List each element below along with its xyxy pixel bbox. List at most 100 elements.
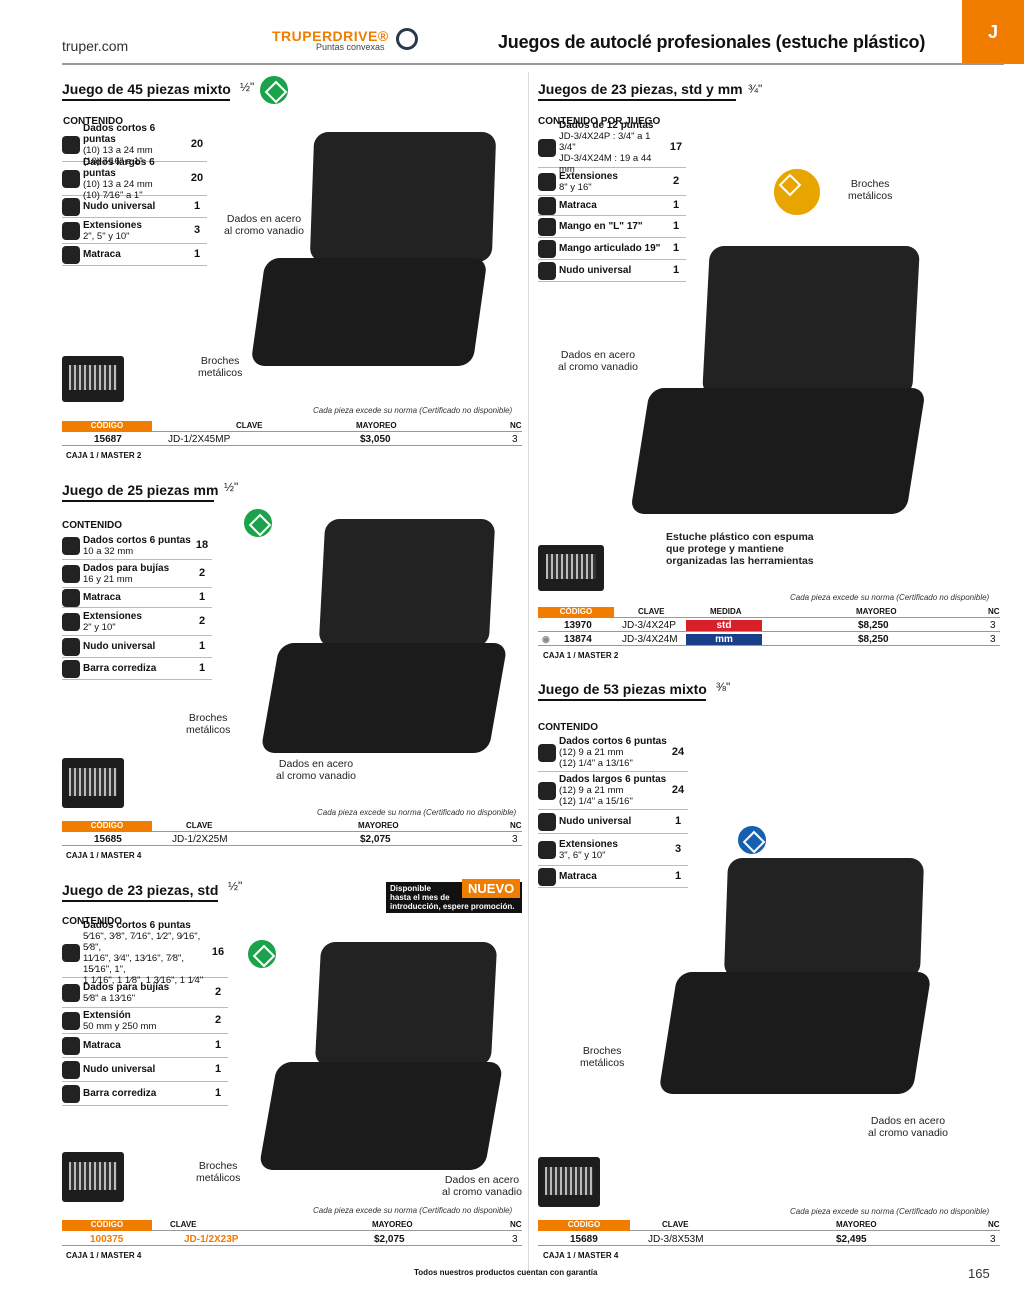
item-qty: 1	[672, 242, 680, 254]
norma-note: Cada pieza excede su norma (Certificado …	[313, 406, 513, 415]
item-qty: 18	[195, 539, 209, 551]
tool-icon	[62, 197, 80, 216]
callout-broches: Broches metálicos	[198, 355, 243, 379]
callout-acero: Dados en acero al cromo vanadio	[224, 213, 304, 237]
contenido-heading: CONTENIDO	[538, 722, 598, 733]
tool-icon	[62, 169, 80, 188]
item-desc: JD-3/4X24P : 3/4" a 1 3/4" JD-3/4X24M : …	[559, 131, 652, 175]
item-desc: 8" y 16"	[559, 181, 592, 193]
item-qty: 2	[214, 1014, 222, 1026]
table-header: CÓDIGO CLAVE MAYOREO NC	[62, 821, 522, 832]
footer-warranty: Todos nuestros productos cuentan con gar…	[414, 1268, 598, 1277]
item-desc: (10) 13 a 24 mm (10) 7⁄16" a 1"	[83, 178, 153, 201]
item-name: Matraca	[559, 871, 597, 882]
item-desc: (12) 9 a 21 mm (12) 1/4" a 13/16"	[559, 747, 633, 769]
packaging-thumb	[62, 758, 124, 808]
item-qty: 16	[211, 946, 225, 958]
callout-acero: Dados en acero al cromo vanadio	[276, 758, 356, 782]
item-desc: 16 y 21 mm	[83, 573, 133, 585]
section-title-53: Juego de 53 piezas mixto	[538, 681, 707, 697]
page-number: 165	[968, 1266, 990, 1281]
item-qty: 2	[672, 175, 680, 187]
drive-size: ½"	[224, 480, 239, 494]
tool-icon	[62, 612, 80, 631]
packaging-thumb	[538, 545, 604, 591]
callout-acero: Dados en acero al cromo vanadio	[868, 1115, 948, 1139]
packaging-thumb	[62, 1152, 124, 1202]
column-divider	[528, 72, 529, 1272]
tool-icon	[538, 217, 556, 236]
section-title-23mm: Juegos de 23 piezas, std y mm	[538, 81, 743, 97]
content-item: Barra corrediza 1	[62, 658, 212, 680]
caja-master: CAJA 1 / MASTER 2	[543, 651, 619, 660]
item-name: Dados de 12 puntas	[559, 120, 654, 131]
item-desc: 2", 5" y 10"	[83, 230, 130, 242]
item-name: Mango en "L" 17"	[559, 221, 643, 232]
item-desc: 5⁄16", 3⁄8", 7⁄16", 1⁄2", 9⁄16", 5⁄8", 1…	[83, 930, 204, 986]
table-header: CÓDIGO CLAVE MAYOREO NC	[538, 1220, 1000, 1231]
item-name: Dados para bujías	[83, 562, 170, 574]
item-qty: 1	[674, 815, 682, 827]
item-desc: (12) 9 a 21 mm (12) 1/4" a 15/16"	[559, 785, 633, 807]
item-name: Barra corrediza	[83, 663, 157, 674]
item-name: Extensiones	[83, 610, 142, 622]
nuevo-badge: NUEVO	[462, 879, 521, 898]
section-tab[interactable]: J	[962, 0, 1024, 64]
callout-estuche: Estuche plástico con espuma que protege …	[666, 531, 814, 567]
content-item: Dados cortos 6 puntas(10) 13 a 24 mm (10…	[62, 123, 207, 167]
caja-master: CAJA 1 / MASTER 4	[543, 1251, 619, 1260]
content-item: Nudo universal 1	[62, 1058, 228, 1082]
item-name: Dados cortos 6 puntas	[83, 122, 156, 145]
item-name: Dados largos 6 puntas	[559, 774, 667, 785]
content-item: Nudo universal 1	[62, 636, 212, 658]
tool-icon	[538, 196, 556, 215]
hex-drive-icon	[248, 940, 276, 968]
contenido-heading: CONTENIDO	[62, 916, 122, 927]
item-desc: 50 mm y 250 mm	[83, 1020, 157, 1032]
tool-icon	[62, 536, 80, 555]
site-url[interactable]: truper.com	[62, 38, 129, 54]
tool-icon	[538, 781, 556, 800]
tool-icon	[62, 637, 80, 656]
product-photo-45	[250, 128, 497, 373]
item-qty: 1	[674, 870, 682, 882]
item-name: Dados cortos 6 puntas	[83, 919, 191, 931]
item-name: Nudo universal	[83, 641, 156, 652]
table-header: CÓDIGO CLAVE MAYOREO NC	[62, 421, 522, 432]
table-row: 15689 JD-3/8X53M $2,495 3	[538, 1234, 1000, 1246]
hex-drive-icon	[396, 28, 418, 50]
item-name: Nudo universal	[83, 1064, 156, 1075]
tool-icon	[62, 1060, 80, 1079]
item-qty: 20	[190, 172, 204, 184]
brand-subtitle: Puntas convexas	[316, 42, 385, 52]
item-qty: 20	[190, 138, 204, 150]
item-name: Extensión	[83, 1009, 131, 1021]
item-qty: 1	[198, 640, 206, 652]
tool-icon	[538, 172, 556, 191]
callout-broches: Broches metálicos	[186, 712, 231, 736]
item-qty: 1	[214, 1063, 222, 1075]
tool-icon	[62, 221, 80, 240]
item-qty: 3	[193, 224, 201, 236]
drive-size: ¾"	[748, 82, 763, 96]
item-qty: 24	[671, 746, 685, 758]
item-desc: (10) 13 a 24 mm (10) 7⁄16" a 1"	[83, 144, 153, 167]
norma-note: Cada pieza excede su norma (Certificado …	[313, 1206, 513, 1215]
title-underline	[62, 99, 230, 101]
item-qty: 1	[198, 662, 206, 674]
item-qty: 2	[214, 986, 222, 998]
table-row: 15687 JD-1/2X45MP $3,050 3	[62, 434, 522, 446]
drive-size: ⅜"	[716, 680, 731, 694]
item-qty: 1	[672, 199, 680, 211]
callout-broches: Broches metálicos	[848, 178, 893, 202]
hex-drive-icon	[738, 826, 766, 854]
table-row: ◉ 13874 JD-3/4X24M mm $8,250 3	[538, 634, 1000, 646]
